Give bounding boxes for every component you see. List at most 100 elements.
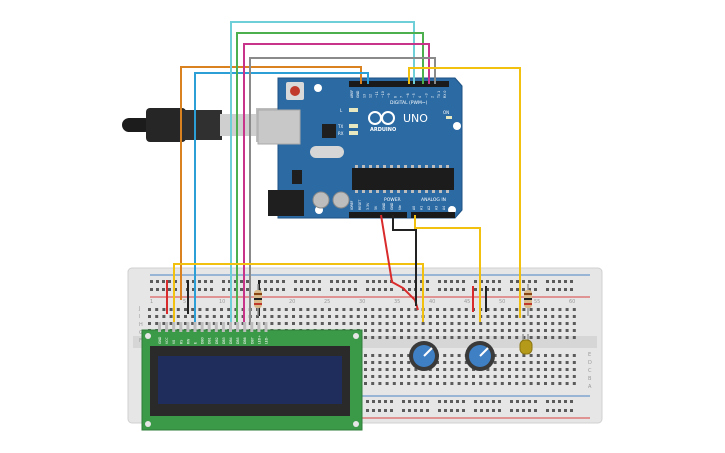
breadboard-hole: [558, 409, 561, 412]
breadboard-hole: [551, 322, 555, 325]
power-pin-label: GND: [390, 202, 394, 210]
row-label-a: A: [588, 384, 592, 390]
breadboard-hole: [270, 280, 273, 283]
lcd-pin-label: DB6: [243, 337, 247, 344]
breadboard-hole: [174, 280, 177, 283]
breadboard-hole: [572, 382, 576, 385]
lcd-pin-label: DB2: [215, 337, 219, 344]
breadboard-hole: [515, 354, 519, 357]
breadboard-hole: [150, 280, 153, 283]
breadboard-hole: [421, 382, 425, 385]
wire-yellow-pwm: [408, 67, 521, 318]
breadboard-hole: [349, 322, 353, 325]
wires: [166, 21, 521, 322]
breadboard-hole: [572, 322, 576, 325]
breadboard-hole: [400, 308, 403, 311]
breadboard-hole: [450, 354, 454, 357]
breadboard-hole: [479, 329, 483, 332]
potentiometer-contrast[interactable]: [409, 341, 439, 371]
chip-pin: [383, 165, 386, 168]
breadboard-hole: [493, 361, 497, 364]
breadboard-hole: [529, 375, 533, 378]
breadboard-hole: [551, 354, 555, 357]
chip-pin: [397, 190, 400, 193]
breadboard-hole: [529, 308, 533, 311]
breadboard-hole: [366, 400, 369, 403]
breadboard-hole: [300, 280, 303, 283]
breadboard-hole: [420, 400, 423, 403]
breadboard-hole: [392, 382, 396, 385]
breadboard-hole: [558, 336, 562, 339]
breadboard-hole: [191, 315, 195, 318]
breadboard-hole: [536, 315, 540, 318]
chip-pin: [432, 165, 435, 168]
chip-pin: [383, 190, 386, 193]
breadboard-hole: [156, 288, 159, 291]
breadboard-hole: [428, 375, 432, 378]
led-yellow: [519, 334, 533, 355]
breadboard-hole: [256, 315, 259, 318]
breadboard-hole: [364, 329, 367, 332]
breadboard-hole: [529, 361, 533, 364]
digital-pin-label: ~11: [375, 91, 379, 98]
lcd-pin: [200, 322, 204, 332]
breadboard-hole: [306, 315, 310, 318]
breadboard-hole: [378, 336, 382, 339]
breadboard-hole: [536, 382, 540, 385]
breadboard-hole: [385, 308, 389, 311]
breadboard-hole: [205, 322, 209, 325]
chip-pin: [362, 165, 365, 168]
analog-pin-label: A5: [450, 206, 454, 210]
chip-pin: [390, 165, 393, 168]
breadboard-hole: [222, 280, 225, 283]
breadboard-hole: [572, 354, 576, 357]
breadboard-hole: [457, 308, 461, 311]
breadboard-hole: [378, 315, 382, 318]
breadboard-hole: [408, 400, 411, 403]
breadboard-hole: [277, 315, 281, 318]
breadboard-hole: [570, 288, 573, 291]
breadboard-hole: [515, 361, 519, 364]
breadboard-hole: [464, 368, 468, 371]
breadboard-hole: [228, 288, 231, 291]
breadboard-hole: [385, 354, 389, 357]
breadboard-hole: [515, 329, 519, 332]
breadboard-hole: [464, 382, 468, 385]
led-rx: [349, 131, 358, 135]
breadboard-hole: [234, 308, 238, 311]
breadboard-hole: [184, 315, 187, 318]
breadboard-hole: [330, 288, 333, 291]
breadboard-hole: [371, 329, 375, 332]
breadboard-hole: [392, 322, 396, 325]
breadboard-hole: [306, 308, 310, 311]
breadboard-hole: [436, 382, 439, 385]
breadboard-hole: [515, 308, 519, 311]
breadboard-hole: [450, 382, 454, 385]
breadboard-hole: [392, 368, 396, 371]
breadboard-hole: [522, 368, 526, 371]
potentiometer-input[interactable]: [465, 341, 495, 371]
breadboard-hole: [336, 280, 339, 283]
breadboard-hole: [522, 375, 526, 378]
chip-pin: [397, 165, 400, 168]
breadboard-hole: [472, 329, 475, 332]
breadboard-hole: [565, 354, 569, 357]
breadboard-hole: [276, 280, 279, 283]
breadboard-hole: [551, 368, 555, 371]
breadboard-hole: [156, 280, 159, 283]
breadboard-hole: [428, 322, 432, 325]
breadboard-hole: [284, 322, 288, 325]
breadboard-hole: [558, 315, 562, 318]
breadboard-hole: [480, 400, 483, 403]
breadboard-hole: [443, 354, 447, 357]
breadboard-hole: [508, 368, 511, 371]
breadboard-hole: [456, 409, 459, 412]
breadboard-hole: [169, 315, 173, 318]
breadboard-hole: [516, 288, 519, 291]
breadboard-hole: [457, 322, 461, 325]
breadboard-hole: [335, 322, 339, 325]
reset-button-cap[interactable]: [290, 86, 300, 96]
wire-blue: [194, 72, 369, 322]
breadboard-hole: [564, 280, 567, 283]
